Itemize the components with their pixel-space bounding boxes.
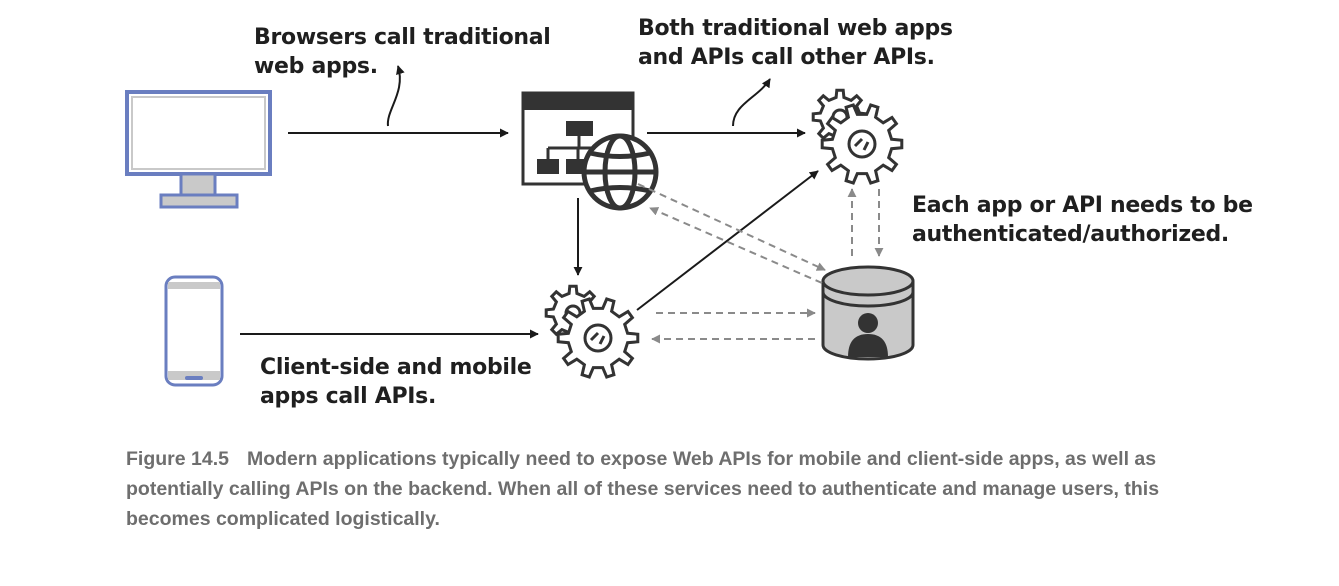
- globe-icon: [581, 133, 659, 211]
- label-browsers-call-web-apps: Browsers call traditional web apps.: [254, 23, 551, 81]
- label-line: apps call APIs.: [260, 384, 437, 409]
- label-line: authenticated/authorized.: [912, 222, 1229, 247]
- pointer-browsers-label: [386, 65, 405, 127]
- identity-database-icon: [821, 265, 915, 361]
- label-line: Browsers call traditional: [254, 25, 551, 50]
- api-gears-icon: [811, 88, 904, 185]
- api-gears-icon: [544, 284, 640, 379]
- pointer-both-label: [732, 78, 771, 127]
- figure-number: Figure 14.5: [126, 448, 229, 470]
- mobile-phone-icon: [164, 275, 224, 387]
- auth-arrows: [637, 183, 884, 344]
- label-apps-call-other-apis: Both traditional web apps and APIs call …: [638, 14, 953, 72]
- arrow-api-to-backend-api: [636, 170, 819, 311]
- label-line: web apps.: [254, 54, 378, 79]
- call-arrows: [240, 65, 819, 339]
- label-line: and APIs call other APIs.: [638, 45, 935, 70]
- dashed-webapp-to-db: [637, 183, 826, 271]
- label-authentication-needed: Each app or API needs to be authenticate…: [912, 191, 1253, 249]
- label-line: Each app or API needs to be: [912, 193, 1253, 218]
- monitor-icon: [125, 90, 272, 209]
- label-client-apps-call-apis: Client-side and mobile apps call APIs.: [260, 353, 532, 411]
- label-line: Client-side and mobile: [260, 355, 532, 380]
- user-icon: [848, 313, 888, 357]
- caption-text: Modern applications typically need to ex…: [126, 448, 1160, 530]
- dashed-db-to-webapp: [649, 207, 823, 284]
- label-line: Both traditional web apps: [638, 16, 953, 41]
